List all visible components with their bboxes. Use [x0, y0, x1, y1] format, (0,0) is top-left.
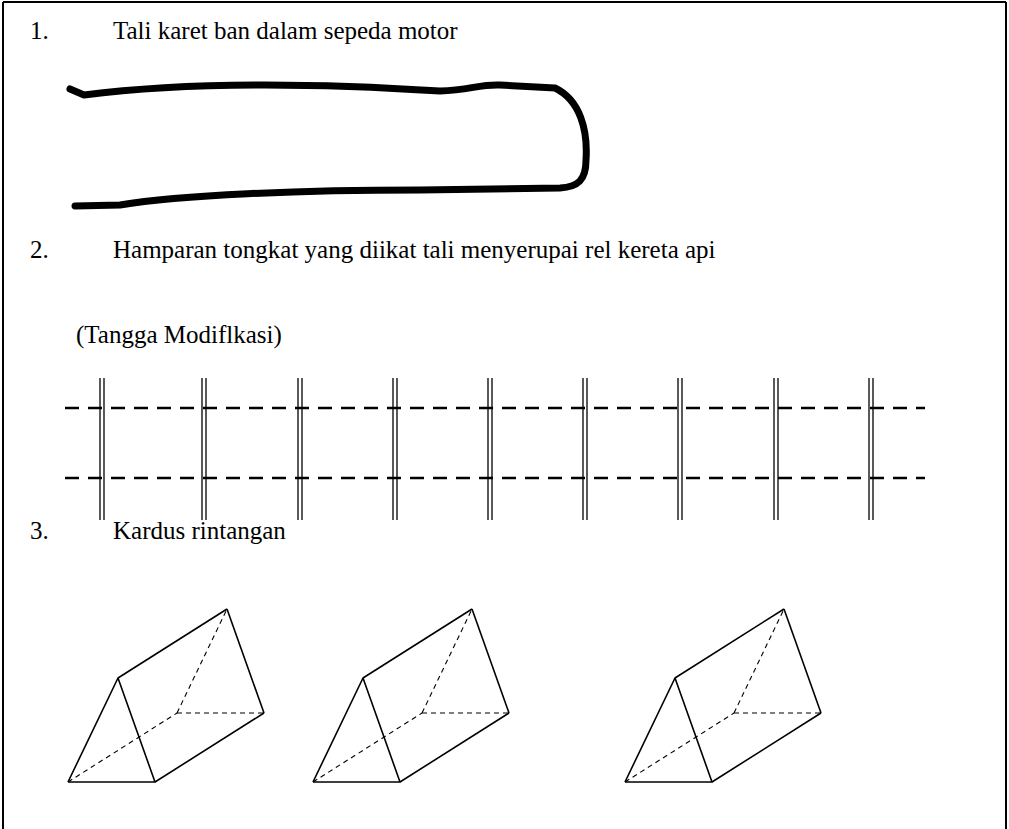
hidden-edge [313, 713, 422, 782]
stick [872, 378, 873, 520]
prism-edge [227, 609, 264, 713]
hidden-edge [177, 609, 227, 713]
hidden-edge [68, 713, 177, 782]
item-caption: Kardus rintangan [113, 516, 286, 546]
stick [868, 378, 869, 520]
prism-edge [118, 609, 227, 678]
stick [396, 378, 397, 520]
modified-ladder [65, 378, 925, 520]
cardboard-prism [625, 609, 821, 782]
prism-edge [400, 713, 509, 782]
hidden-edge [177, 712, 264, 713]
prism-edge [784, 609, 821, 713]
stick [301, 378, 302, 520]
stick [677, 378, 678, 520]
item-number: 2. [30, 235, 49, 265]
item-caption: Hamparan tongkat yang diikat tali menyer… [113, 235, 716, 265]
stick [99, 378, 100, 520]
rope-line [65, 407, 925, 410]
cardboard-prism [68, 609, 264, 782]
frame [3, 2, 1006, 829]
item-number: 1. [30, 16, 49, 46]
hidden-edge [625, 713, 734, 782]
prism-edge [675, 609, 784, 678]
stick [491, 378, 492, 520]
stick [777, 378, 778, 520]
prism-edge [363, 609, 472, 678]
prism-edge [472, 609, 509, 713]
stick [201, 378, 202, 520]
cardboard-prism [313, 609, 509, 782]
stick [773, 378, 774, 520]
stick [103, 378, 104, 520]
item-subcaption: (Tangga Modiflkasi) [76, 320, 282, 350]
prism-edge [155, 713, 264, 782]
hidden-edge [422, 609, 472, 713]
rubber-band [70, 85, 586, 206]
stick [297, 378, 298, 520]
stick [582, 378, 583, 520]
prism-edge [712, 713, 821, 782]
hidden-edge [422, 712, 509, 713]
item-number: 3. [30, 516, 49, 546]
hidden-edge [734, 712, 821, 713]
item-caption: Tali karet ban dalam sepeda motor [113, 16, 458, 46]
stick [681, 378, 682, 520]
stick [586, 378, 587, 520]
stick [205, 378, 206, 520]
stick [487, 378, 488, 520]
prism-edge [313, 678, 400, 782]
stick [392, 378, 393, 520]
prism-edge [625, 678, 712, 782]
rope-line [65, 477, 925, 480]
hidden-edge [734, 609, 784, 713]
prism-edge [68, 678, 155, 782]
obstacle-boxes [68, 609, 821, 782]
